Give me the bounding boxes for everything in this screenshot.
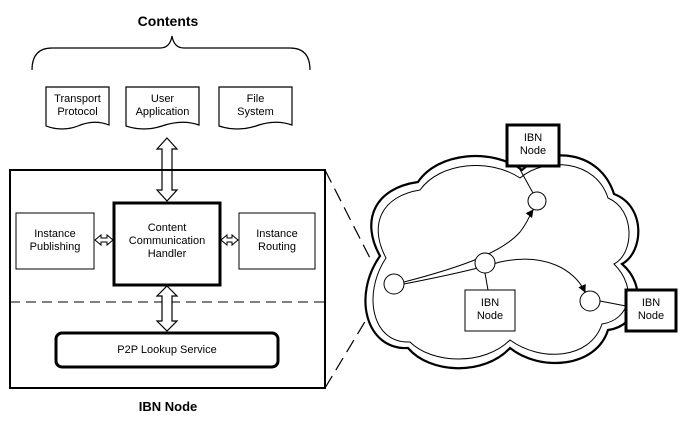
- node-label-line: IBN: [523, 132, 543, 144]
- box-label-line: Communication: [128, 235, 206, 247]
- box-label-line: Handler: [147, 248, 187, 260]
- network-ibn-node-box-top: [505, 123, 561, 168]
- publishing-cch-arrow: [94, 233, 114, 247]
- doc-label-line: File: [246, 93, 265, 105]
- node-label-line: IBN: [480, 297, 500, 309]
- instance-routing-label: Instance Routing: [239, 228, 315, 254]
- route-path-2: [403, 258, 586, 293]
- box-label-line: Routing: [258, 241, 296, 253]
- box-label-line: Instance: [256, 228, 298, 240]
- box-label-line: Instance: [34, 228, 76, 240]
- network-ibn-node-label-right: IBN Node: [626, 297, 676, 323]
- connector-right: [599, 300, 627, 307]
- contents-brace: [31, 35, 311, 71]
- node-label-line: IBN: [641, 297, 661, 309]
- connector-top: [517, 165, 534, 194]
- network-node-circle-mid: [474, 252, 496, 274]
- box-label-line: Content: [147, 222, 187, 234]
- instance-publishing-box: [15, 212, 95, 270]
- cch-label: Content Communication Handler: [114, 222, 220, 261]
- connector-mid: [484, 272, 489, 291]
- contents-label: Contents: [137, 13, 199, 29]
- network-node-circle-left: [383, 273, 405, 295]
- node-label-line: Node: [476, 310, 504, 322]
- doc-label-line: System: [237, 106, 274, 118]
- instance-routing-box: [238, 212, 316, 270]
- network-ibn-node-label-top: IBN Node: [507, 132, 559, 158]
- box-label-line: Publishing: [29, 241, 81, 253]
- ibn-node-title: IBN Node: [138, 399, 198, 414]
- doc-label-line: Protocol: [57, 106, 98, 118]
- network-ibn-node-box-mid: [464, 289, 516, 332]
- network-node-circle-right: [579, 290, 601, 312]
- cch-box: [112, 201, 222, 287]
- instance-publishing-label: Instance Publishing: [16, 228, 94, 254]
- node-label-line: Node: [637, 310, 665, 322]
- doc-label-line: User: [150, 93, 175, 105]
- doc-label-line: Application: [135, 106, 190, 118]
- network-node-circle-top: [527, 191, 547, 211]
- doc-label-line: Transport: [54, 93, 101, 105]
- cch-routing-arrow: [220, 233, 239, 247]
- network-ibn-node-label-mid: IBN Node: [465, 297, 515, 323]
- projection-line-top: [324, 169, 373, 263]
- user-application-doc: [125, 86, 200, 130]
- user-application-label: User Application: [126, 93, 199, 119]
- file-system-label: File System: [219, 93, 292, 119]
- transport-protocol-doc: [45, 86, 110, 130]
- p2p-lookup-box: [54, 331, 280, 369]
- route-path-1: [403, 209, 534, 283]
- transport-protocol-label: Transport Protocol: [46, 93, 109, 119]
- network-ibn-node-box-right: [624, 288, 678, 333]
- file-system-doc: [218, 86, 293, 130]
- p2p-lookup-label: P2P Lookup Service: [117, 344, 217, 356]
- cch-p2p-arrow: [155, 285, 179, 332]
- node-label-line: Node: [519, 145, 547, 157]
- ibn-node-box: [9, 169, 326, 389]
